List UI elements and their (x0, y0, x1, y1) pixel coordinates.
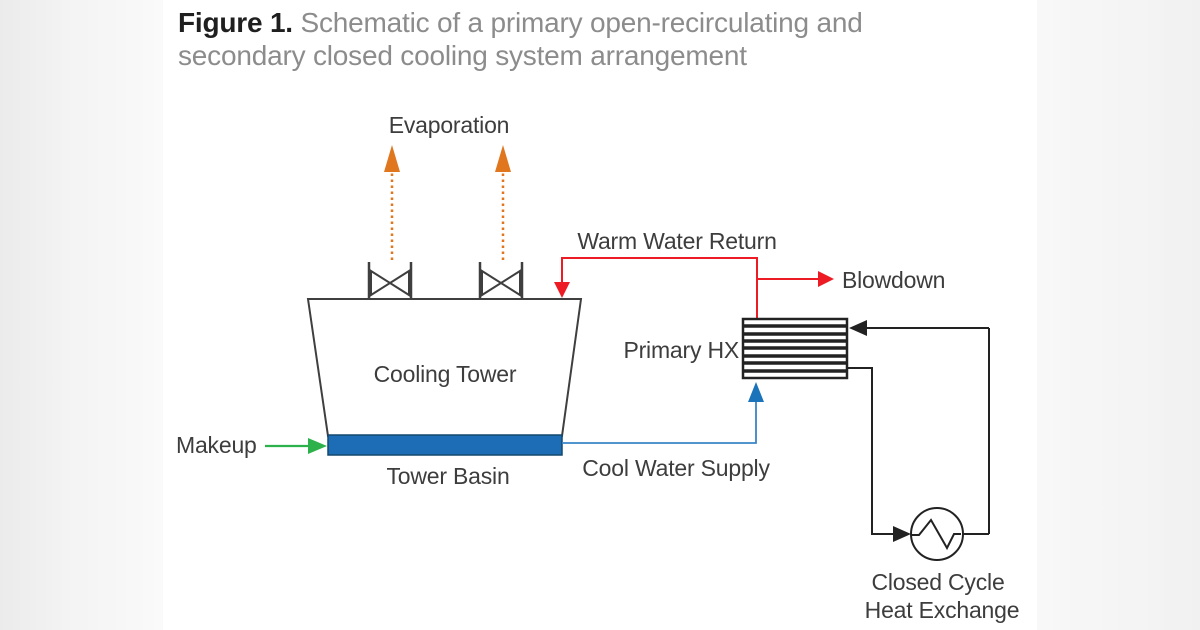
page-gutter-left (0, 0, 163, 630)
closed-cycle-hx-label-line1: Closed Cycle (871, 569, 1004, 595)
page-gutter-right (1037, 0, 1200, 630)
makeup-label: Makeup (176, 432, 257, 458)
warm-water-return-pipe (554, 257, 834, 319)
figure-title: Figure 1. Schematic of a primary open-re… (178, 6, 926, 72)
tower-fan-valve-icon (478, 262, 524, 299)
figure-caption: Schematic of a primary open-recirculatin… (178, 7, 863, 71)
closed-loop-pipe (847, 320, 990, 542)
blowdown-label: Blowdown (842, 267, 945, 293)
primary-hx-icon (741, 317, 849, 380)
evaporation-arrow-icon (495, 145, 511, 260)
figure-number-label: Figure 1. (178, 7, 293, 38)
closed-cycle-hx-icon (910, 507, 964, 561)
closed-cycle-hx-label-line2: Heat Exchange (865, 597, 1020, 623)
figure-card (163, 0, 1037, 630)
makeup-arrow-icon (265, 438, 327, 454)
tower-basin-label: Tower Basin (386, 463, 509, 489)
primary-hx-label: Primary HX (623, 337, 739, 363)
tower-basin-shape (327, 434, 563, 456)
cooling-tower-label: Cooling Tower (374, 361, 517, 387)
evaporation-label: Evaporation (389, 112, 510, 138)
warm-water-return-label: Warm Water Return (577, 228, 776, 254)
evaporation-arrow-icon (384, 145, 400, 260)
tower-fan-valve-icon (367, 262, 413, 299)
cool-water-supply-pipe (562, 382, 764, 444)
cool-water-supply-label: Cool Water Supply (582, 455, 770, 481)
